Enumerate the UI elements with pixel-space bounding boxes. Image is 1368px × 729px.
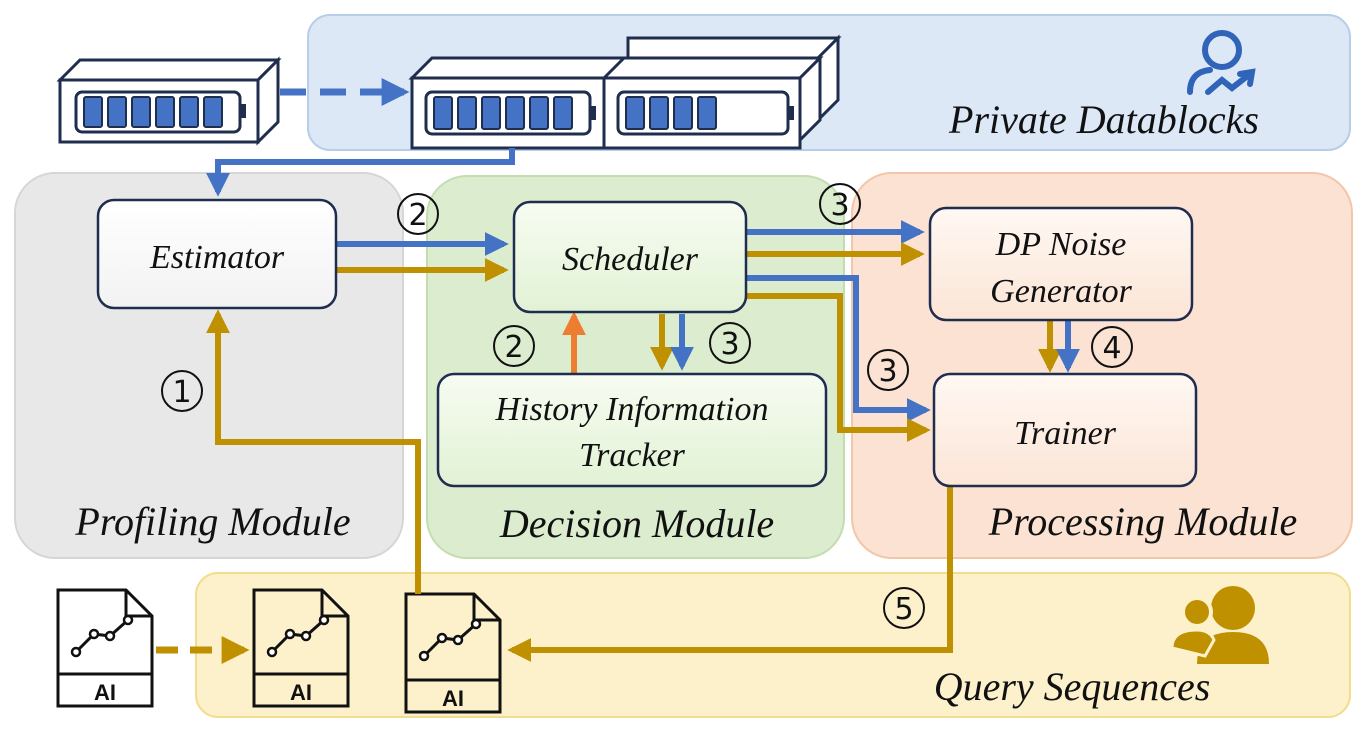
estimator-node: Estimator — [96, 198, 338, 310]
arrow-datablocks-to-estimator — [206, 148, 515, 197]
file-icon-3: AI — [404, 592, 502, 714]
file-icon-1: AI — [56, 588, 154, 708]
step-marker-2b-label: 2 — [504, 330, 523, 365]
dp-noise-label-line2: Generator — [990, 273, 1132, 310]
step-marker-4: 4 — [1091, 326, 1133, 368]
file-icon-2-label: AI — [290, 680, 312, 705]
file-icon-2: AI — [252, 588, 350, 708]
datablock-source — [56, 56, 282, 146]
query-sequences-title: Query Sequences — [934, 664, 1211, 709]
step-marker-4-label: 4 — [1102, 331, 1121, 366]
file-icon-1-label: AI — [94, 680, 116, 705]
trainer-node: Trainer — [932, 372, 1198, 488]
profiling-module-title: Profiling Module — [74, 499, 350, 544]
step-marker-3b: 3 — [709, 322, 751, 364]
dp-noise-label-line1: DP Noise — [995, 226, 1127, 263]
user-chart-icon — [1187, 30, 1256, 95]
step-marker-1: 1 — [161, 370, 203, 412]
datablock-stack — [408, 34, 842, 150]
step-marker-3a-label: 3 — [830, 188, 849, 223]
step-marker-2b: 2 — [493, 325, 535, 367]
step-marker-3c: 3 — [867, 349, 909, 391]
history-tracker-label-line2: Tracker — [579, 437, 686, 474]
arrow-scheduler-to-trainer-gold — [746, 293, 931, 442]
private-datablocks-title: Private Datablocks — [948, 97, 1259, 142]
step-marker-5: 5 — [883, 587, 925, 629]
trainer-label: Trainer — [1014, 415, 1117, 452]
scheduler-node: Scheduler — [512, 200, 748, 314]
step-marker-5-label: 5 — [894, 592, 913, 627]
file-icon-3-label: AI — [442, 686, 464, 711]
processing-module-title: Processing Module — [988, 499, 1297, 544]
decision-module-title: Decision Module — [499, 501, 774, 546]
history-tracker-node: History Information Tracker — [436, 372, 828, 488]
dp-noise-generator-node: DP Noise Generator — [928, 206, 1194, 322]
step-marker-2a-label: 2 — [408, 198, 427, 233]
history-tracker-label-line1: History Information — [495, 391, 769, 428]
arrow-scheduler-to-trainer-blue — [746, 275, 931, 422]
step-marker-3b-label: 3 — [720, 327, 739, 362]
arrow-query-to-estimator — [206, 309, 421, 594]
step-marker-3a: 3 — [819, 183, 861, 225]
users-icon — [1170, 586, 1269, 664]
arrow-trainer-to-query — [507, 486, 953, 662]
scheduler-label: Scheduler — [562, 241, 699, 278]
step-marker-1-label: 1 — [172, 375, 191, 410]
estimator-label: Estimator — [149, 239, 285, 276]
step-marker-2a: 2 — [397, 193, 439, 235]
step-marker-3c-label: 3 — [878, 354, 897, 389]
